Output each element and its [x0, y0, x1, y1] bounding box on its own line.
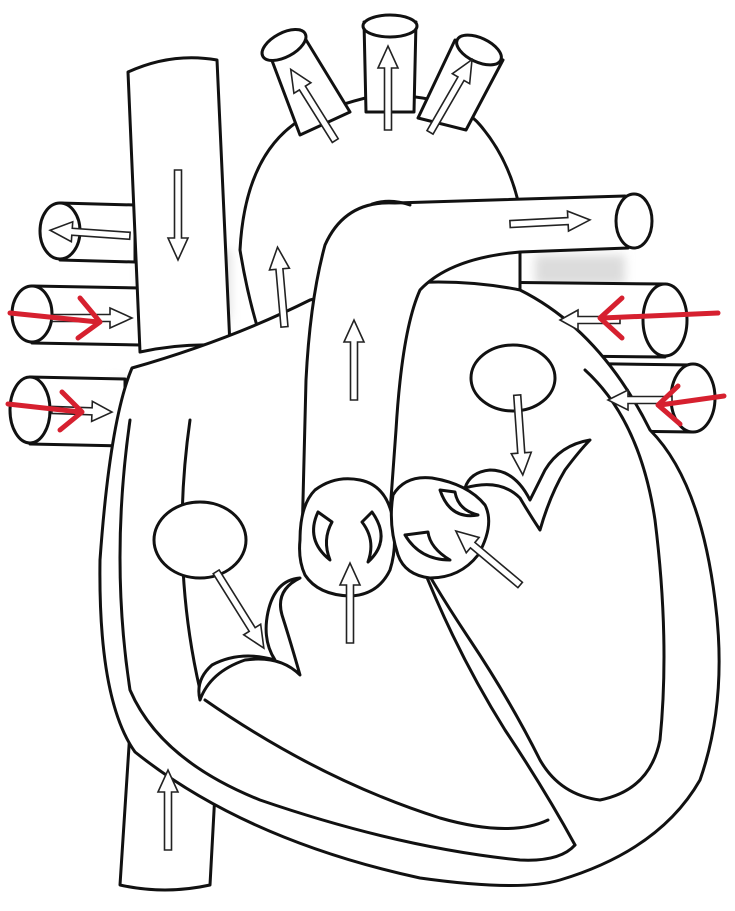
hollow-arrow-icon: [509, 209, 592, 233]
red-arrow-icon: [597, 295, 721, 341]
upper-right-vessel-end: [641, 282, 689, 358]
pulmonary-artery-end: [614, 192, 654, 250]
hollow-arrow-icon: [509, 393, 533, 477]
pulmonary-trunk-fold: [370, 199, 412, 207]
lower-septum: [203, 698, 550, 831]
hollow-arrow-icon: [51, 306, 134, 330]
septum-curve: [418, 558, 577, 847]
red-arrow-icon: [5, 389, 85, 433]
pulmonary-valve-cusp-right: [360, 510, 383, 564]
hollow-arrow-icon: [289, 67, 340, 144]
aortic-branch-middle-end: [361, 13, 419, 39]
pulmonary-artery: [300, 192, 654, 542]
mitral-valve: [463, 438, 592, 532]
hollow-arrow-icon: [425, 57, 473, 136]
pulmonary-valve-cusp-left: [312, 510, 334, 562]
aortic-valve-cusp-top: [438, 488, 480, 518]
highlight-arrows: [5, 295, 727, 433]
hollow-arrow-icon: [454, 529, 524, 589]
hollow-arrow-icon: [48, 220, 132, 244]
hollow-arrow-icon: [342, 318, 366, 401]
hollow-arrow-icon: [376, 44, 400, 131]
aortic-branch-left-end: [260, 28, 308, 62]
pulmonary-valve: [298, 477, 397, 598]
hollow-arrow-icon: [156, 768, 180, 851]
left-ventricle-inner-wall: [408, 368, 666, 802]
pulmonary-trunk: [300, 194, 630, 542]
right-atrium-opening: [152, 500, 248, 580]
red-arrow-icon: [7, 295, 103, 341]
hollow-arrow-icon: [268, 245, 291, 329]
aortic-valve-cusp-bottom: [403, 530, 452, 562]
hollow-arrow-icon: [212, 568, 265, 650]
aortic-valve: [389, 476, 491, 580]
red-arrow-icon: [655, 383, 727, 427]
left-atrium-opening: [469, 343, 557, 413]
hollow-arrow-icon: [338, 561, 362, 644]
tricuspid-valve: [197, 576, 302, 702]
right-ventricle-inner-wall: [118, 418, 577, 862]
heart-outline: [98, 280, 721, 887]
hollow-arrow-icon: [166, 169, 190, 262]
flow-arrows: [48, 44, 673, 851]
aortic-branch-right-end: [455, 33, 503, 67]
